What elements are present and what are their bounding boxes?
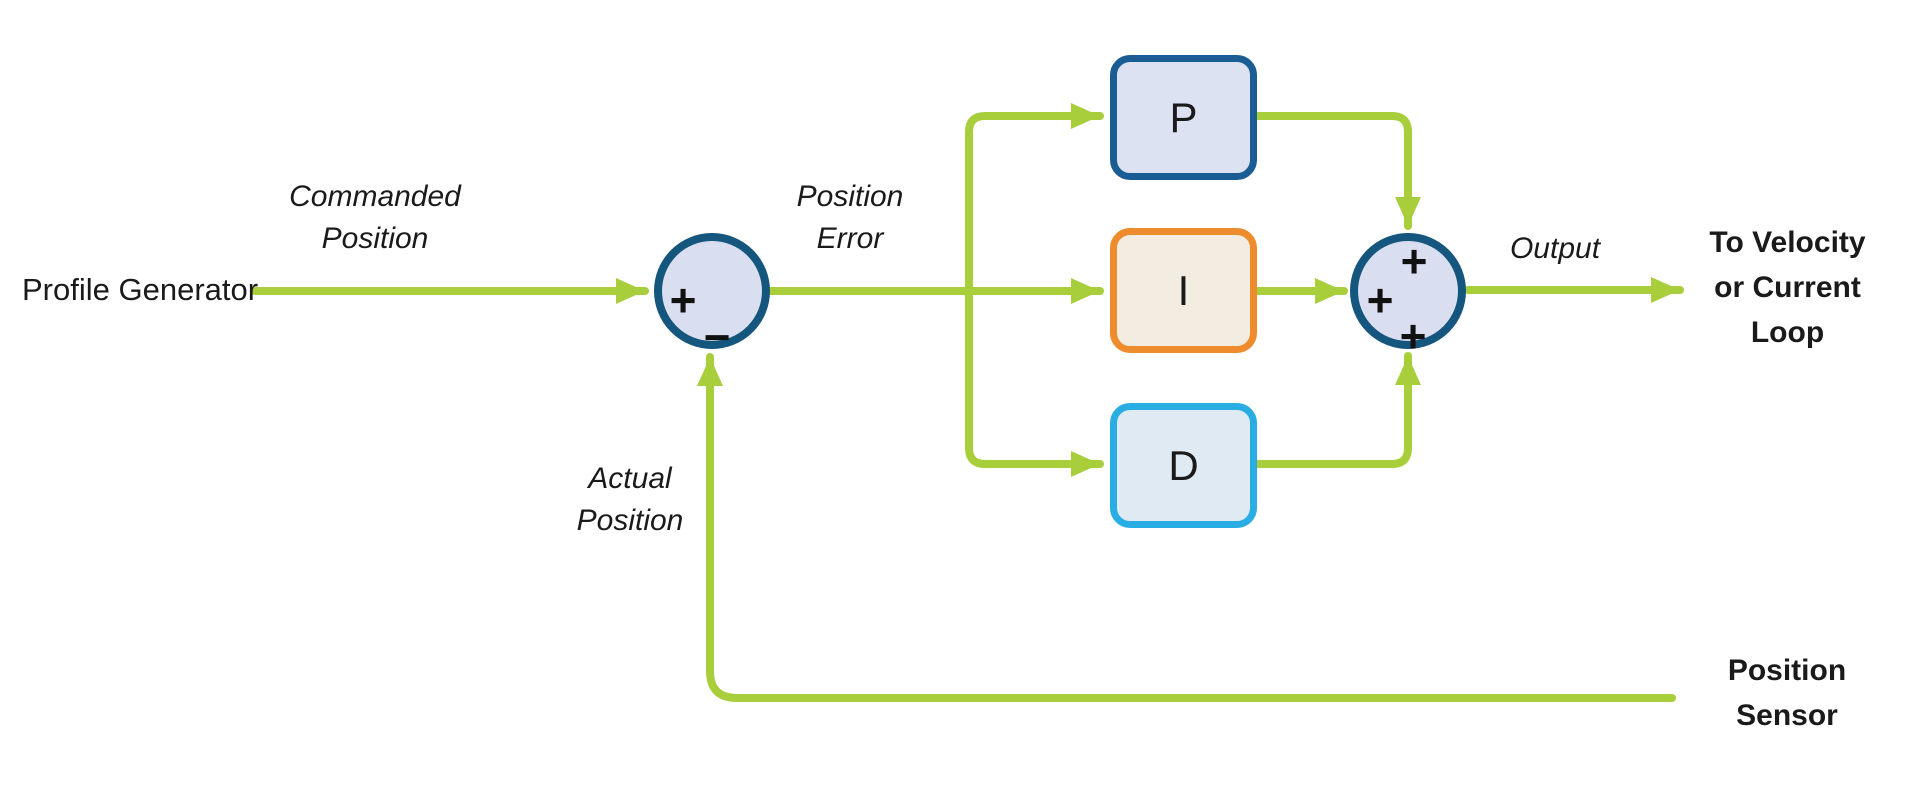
position-error-label: Position Error bbox=[796, 180, 904, 255]
wire-d-to-sum bbox=[1253, 352, 1421, 468]
wire-p-to-sum bbox=[1253, 112, 1421, 230]
proportional-block-label: P bbox=[1169, 93, 1198, 141]
derivative-block-label: D bbox=[1168, 441, 1199, 489]
error-summing-junction: + − bbox=[654, 233, 770, 360]
pid-summing-junction: + + + bbox=[1350, 233, 1466, 359]
output-label: Output bbox=[1509, 232, 1601, 265]
plus-sign: + bbox=[1399, 310, 1427, 362]
derivative-block: D bbox=[1110, 403, 1257, 528]
plus-sign: + bbox=[1366, 274, 1394, 326]
integral-block: I bbox=[1110, 228, 1257, 353]
proportional-block: P bbox=[1110, 55, 1257, 180]
position-sensor-label: Position Sensor bbox=[1727, 654, 1847, 732]
plus-sign: + bbox=[1400, 235, 1428, 287]
wire-error-to-d bbox=[965, 287, 1104, 477]
wire-error-to-p bbox=[965, 103, 1104, 295]
minus-sign: − bbox=[703, 311, 731, 363]
plus-sign: + bbox=[669, 274, 697, 326]
to-velocity-or-current-loop-label: To Velocity or Current Loop bbox=[1709, 226, 1866, 349]
profile-generator-label: Profile Generator bbox=[22, 272, 259, 307]
wire-feedback bbox=[697, 353, 1676, 702]
actual-position-label: Actual Position bbox=[576, 462, 684, 537]
commanded-position-label: Commanded Position bbox=[289, 180, 461, 255]
integral-block-label: I bbox=[1177, 266, 1190, 314]
